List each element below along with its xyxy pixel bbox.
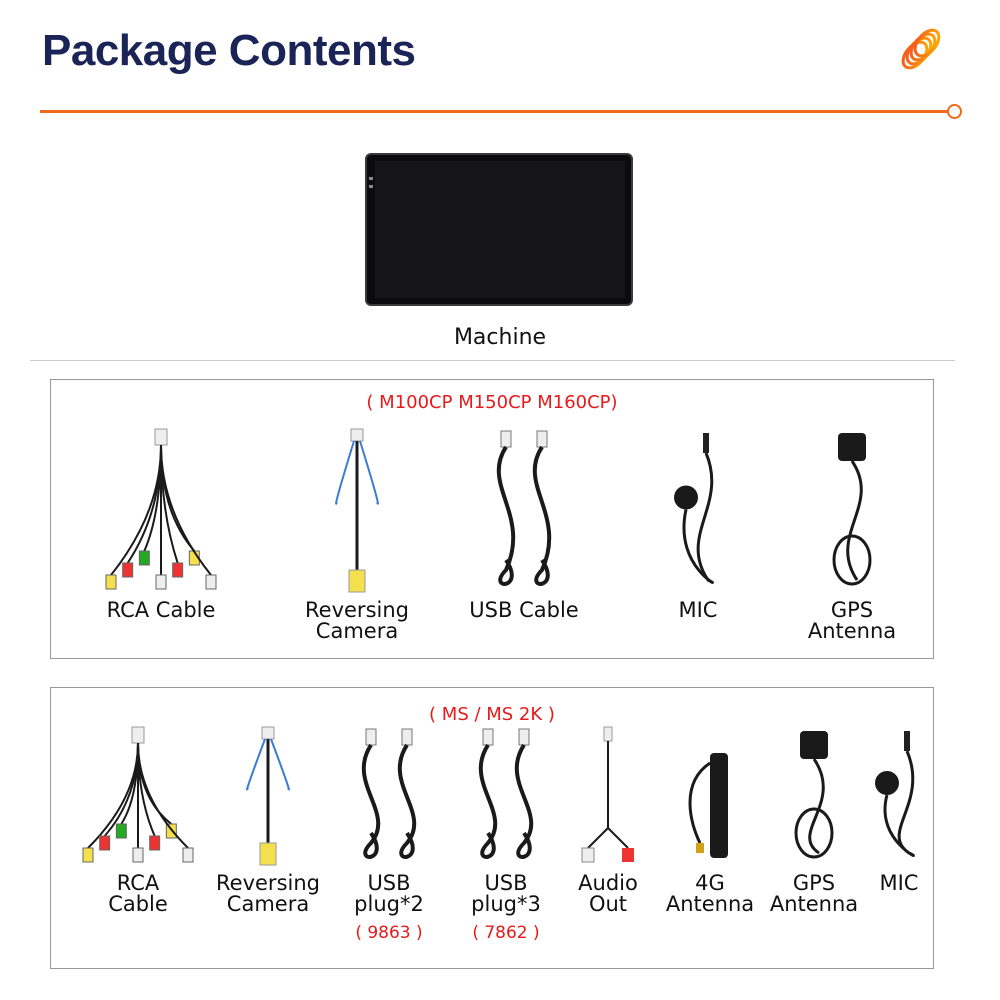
accessory-item: Reversing Camera (198, 723, 338, 915)
accessory-label: GPS Antenna (807, 598, 897, 643)
machine-label: Machine (453, 325, 547, 350)
usb-plug-icon (361, 728, 417, 859)
accessory-part-number: ( 7862 ) (472, 923, 540, 943)
gps-antenna-icon (794, 731, 834, 859)
microphone-icon (875, 731, 915, 858)
4g-antenna-icon (688, 753, 728, 858)
accessory-item: RCA Cable (91, 425, 231, 621)
accessory-label: RCA Cable (106, 598, 216, 622)
group-models: ( M100CP M150CP M160CP) (366, 392, 618, 413)
accessory-part-number: ( 9863 ) (355, 923, 423, 943)
accessory-label: USB plug*3 (471, 871, 541, 916)
accessory-item: RCA Cable (68, 723, 208, 915)
accessory-item: Audio Out (538, 723, 678, 915)
microphone-icon (674, 433, 714, 584)
accessory-item: USB plug*2 ( 9863 ) (319, 723, 459, 943)
accessory-item: Reversing Camera (287, 425, 427, 642)
accessory-item: GPS Antenna (744, 723, 884, 915)
gps-antenna-icon (832, 433, 872, 586)
accessory-label: GPS Antenna (769, 871, 859, 916)
rca-cable-icon (105, 428, 217, 590)
divider-end-circle (947, 104, 962, 119)
accessory-label: USB plug*2 (354, 871, 424, 916)
audio-cable-icon (581, 726, 634, 863)
group-models: ( MS / MS 2K ) (429, 704, 555, 725)
camera-cable-icon (246, 726, 290, 866)
accessory-item: USB Cable (454, 425, 594, 621)
accessory-label: Reversing Camera (305, 598, 409, 643)
accessory-label: 4G Antenna (665, 871, 755, 916)
camera-cable-icon (335, 428, 379, 593)
accessories-group-1: ( M100CP M150CP M160CP) RCA Cable Reversi… (50, 379, 934, 659)
accessories-group-2: ( MS / MS 2K ) RCA Cable Reversing Camera… (50, 687, 934, 969)
machine-image (365, 153, 633, 306)
rca-cable-icon (82, 726, 194, 863)
accessory-label: USB Cable (469, 598, 579, 622)
usb-plug-icon (478, 728, 534, 859)
page-title: Package Contents (42, 26, 416, 75)
accessory-item: 4G Antenna (640, 723, 780, 915)
accessory-item: GPS Antenna (782, 425, 922, 642)
usb-cable-icon (496, 430, 552, 586)
accessory-item: MIC (628, 425, 768, 621)
accessory-label: Audio Out (578, 871, 638, 916)
accessory-label: RCA Cable (108, 871, 168, 916)
accessory-item: USB plug*3 ( 7862 ) (436, 723, 576, 943)
accessory-item: MIC (829, 723, 969, 894)
accessory-label: MIC (879, 871, 919, 895)
accessory-label: MIC (678, 598, 718, 622)
header-divider (40, 110, 948, 113)
brand-logo-icon (901, 28, 941, 70)
accessory-label: Reversing Camera (216, 871, 320, 916)
section-divider (30, 360, 955, 361)
